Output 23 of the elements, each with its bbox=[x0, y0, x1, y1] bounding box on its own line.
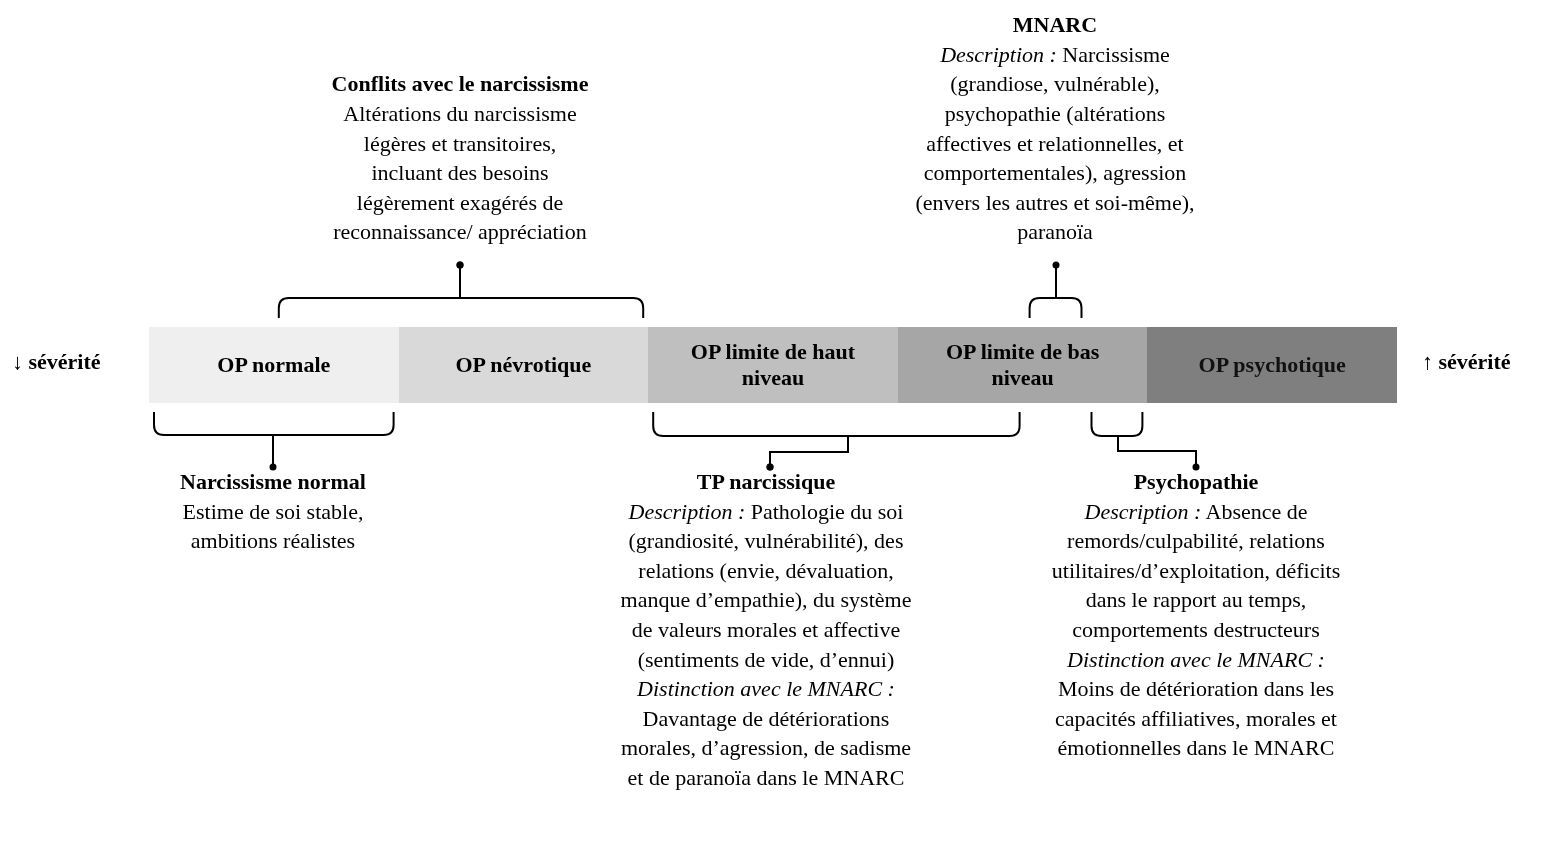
leader-line bbox=[766, 411, 1021, 471]
callout-description: Estime de soi stable, ambitions réalistes bbox=[181, 497, 365, 556]
callout-description: Distinction avec le MNARC : Davantage de détériorations morales, d’agression, de sadisme et de paranoïa dans le MNARC bbox=[619, 675, 913, 792]
callout-description: Distinction avec le MNARC : Moins de détérioration dans les capacités affiliatives, morales et émotionnelles dans le MNARC bbox=[1054, 645, 1338, 763]
severity-label: ↓ sévérité bbox=[12, 349, 101, 375]
leader-line bbox=[1028, 261, 1083, 319]
scale-segment: OP normale bbox=[149, 327, 399, 403]
scale-segment: OP névrotique bbox=[398, 327, 649, 403]
callout-description: Description : Pathologie du soi (grandiosité, vulnérabilité), des relations (envie, dévaluation, manque d’empathie), du système de valeurs morales et affective (sentiments de vide, d’ennui) bbox=[619, 497, 913, 674]
leader-line bbox=[153, 411, 395, 471]
callout-heading: MNARC bbox=[1011, 11, 1099, 40]
scale-segment: OP limite de haut niveau bbox=[648, 327, 898, 403]
callout-heading: Psychopathie bbox=[1132, 468, 1260, 496]
callout-heading: Narcissisme normal bbox=[179, 468, 367, 496]
callout-heading: TP narcissique bbox=[695, 468, 837, 496]
callout-description: Description : Absence de remords/culpabilité, relations utilitaires/d’exploitation, déficits dans le rapport au temps, comportements destructeurs bbox=[1050, 497, 1342, 644]
callout-description: Description : Narcissisme (grandiose, vulnérable), psychopathie (altérations affectives et relationnelles, et comportementales), agression (envers les autres et soi-même), paranoïa bbox=[914, 40, 1196, 247]
scale-segment: OP psychotique bbox=[1147, 327, 1397, 403]
scale-segment: OP limite de bas niveau bbox=[897, 327, 1148, 403]
leader-line bbox=[1090, 411, 1200, 471]
callout-heading: Conflits avec le narcissisme bbox=[330, 70, 590, 99]
callout-description: Altérations du narcissisme légères et transitoires, incluant des besoins légèrement exagérés de reconnaissance/ appréciation bbox=[332, 100, 588, 247]
severity-label: ↑ sévérité bbox=[1422, 349, 1511, 375]
